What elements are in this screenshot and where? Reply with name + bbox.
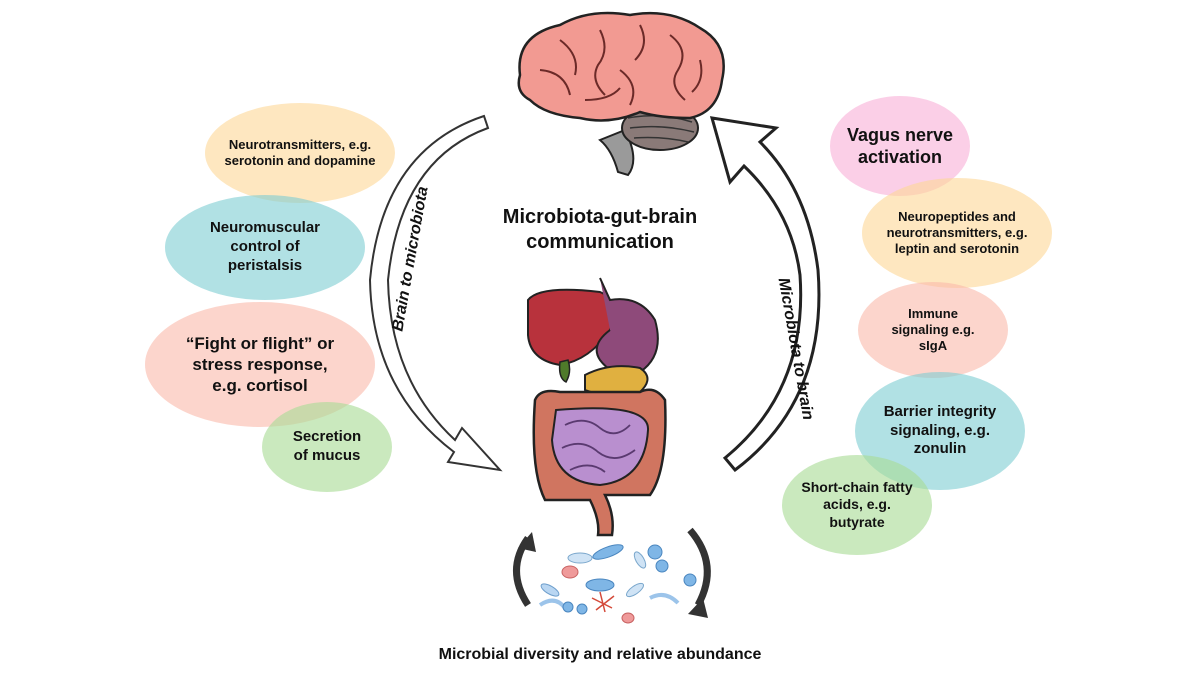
- diagram-caption: Microbial diversity and relative abundan…: [438, 646, 762, 663]
- diagram-title: Microbiota-gut-brain communication: [502, 206, 698, 253]
- brain-to-microbiota-arrow: [368, 114, 503, 472]
- microbiota-to-brain-arrow: [709, 116, 821, 473]
- bubble-immune-signaling: Immune signaling e.g. sIgA: [858, 282, 1008, 378]
- bubble-secretion-of-mucus: Secretion of mucus: [262, 402, 392, 492]
- bubble-short-chain-fatty-acids: Short-chain fatty acids, e.g. butyrate: [782, 455, 932, 555]
- bubble-neuromuscular-control: Neuromuscular control of peristalsis: [165, 195, 365, 300]
- bubble-neuropeptides: Neuropeptides and neurotransmitters, e.g…: [862, 178, 1052, 288]
- brain-icon: [517, 11, 725, 177]
- bubble-neurotransmitters: Neurotransmitters, e.g. serotonin and do…: [205, 103, 395, 203]
- digestive-system-icon: [527, 277, 667, 537]
- microbes-icon: [513, 527, 711, 624]
- bubble-barrier-integrity: Barrier integrity signaling, e.g. zonuli…: [855, 372, 1025, 490]
